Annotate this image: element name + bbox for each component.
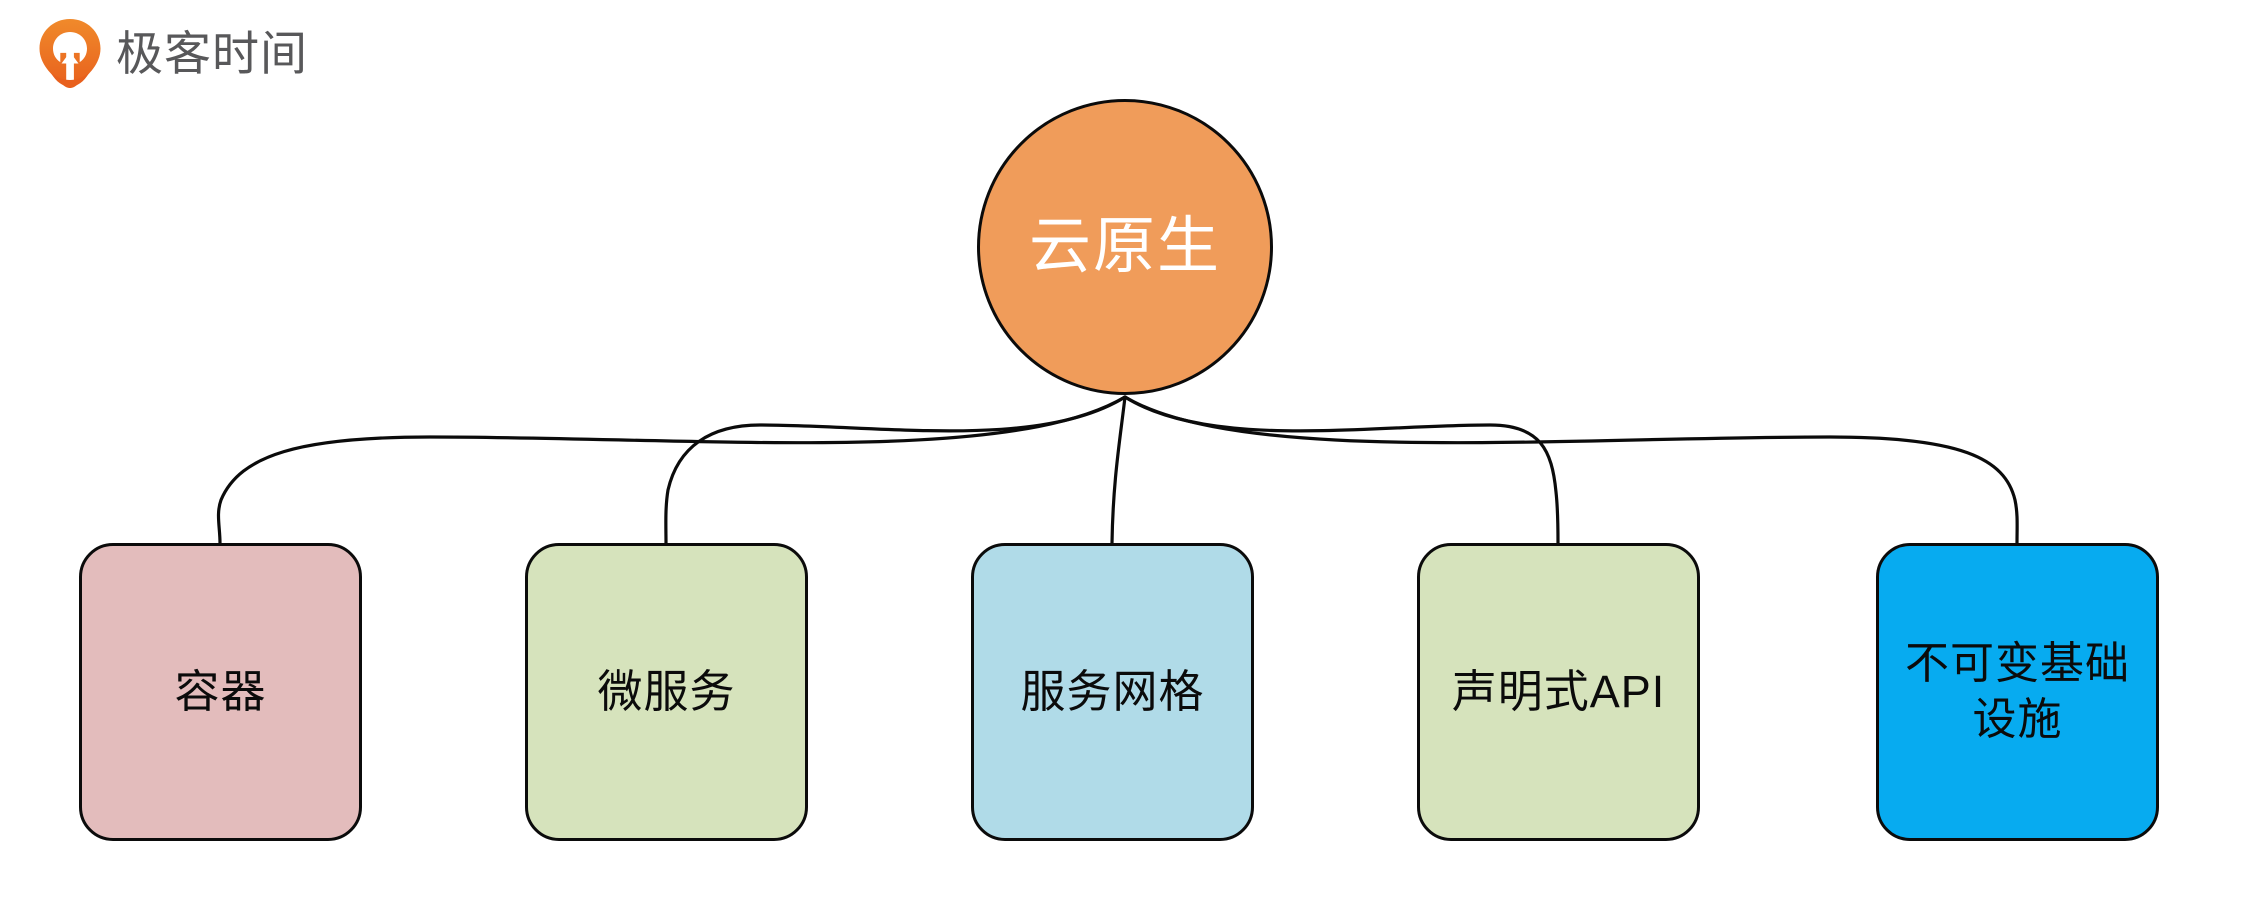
node-leaf-label: 微服务 (597, 666, 736, 718)
brand-name: 极客时间 (116, 26, 308, 80)
edge-root-to-leaf-1 (664, 395, 1127, 545)
geektime-pin-logo-icon (39, 19, 101, 88)
node-leaf-label: 不可变基础 设施 (1905, 638, 2130, 744)
node-leaf-label: 服务网格 (1020, 666, 1205, 718)
edge-root-to-leaf-0 (216, 395, 1127, 545)
node-root-cloud-native[interactable]: 云原生 (977, 99, 1273, 395)
node-leaf-container[interactable]: 容器 (79, 543, 362, 841)
node-root-label: 云原生 (1028, 212, 1221, 282)
node-leaf-declarative-api[interactable]: 声明式API (1417, 543, 1700, 841)
edge-root-to-leaf-4 (1123, 395, 2019, 545)
brand-logo: 极客时间 (38, 18, 308, 88)
node-leaf-microservices[interactable]: 微服务 (525, 543, 808, 841)
node-leaf-label: 声明式API (1451, 666, 1666, 718)
edge-root-to-leaf-3 (1123, 395, 1560, 545)
node-leaf-service-mesh[interactable]: 服务网格 (971, 543, 1254, 841)
node-leaf-label: 容器 (174, 666, 267, 718)
edge-root-to-leaf-2 (1110, 395, 1127, 545)
node-leaf-immutable-infrastructure[interactable]: 不可变基础 设施 (1876, 543, 2159, 841)
